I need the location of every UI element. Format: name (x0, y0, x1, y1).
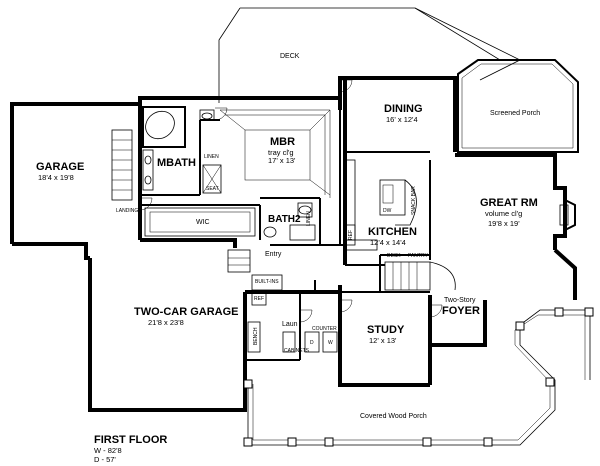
built-ins (251, 274, 283, 306)
garage-stairs (111, 129, 133, 201)
exterior-walls (10, 76, 577, 412)
interior-walls (140, 110, 431, 361)
room-labels: DECK DINING 16' x 12'4 Screened Porch MB… (36, 53, 540, 464)
kitchen-island (379, 179, 417, 226)
door-swings (139, 79, 443, 323)
label-ref2: REF (254, 296, 264, 302)
label-dw: DW (383, 208, 392, 214)
label-kitchen-dim: 12'4 x 14'4 (370, 238, 406, 247)
label-garage: GARAGE (36, 161, 84, 173)
label-two-car: TWO-CAR GARAGE (134, 306, 239, 318)
main-stair (384, 261, 456, 291)
label-w: W (328, 340, 333, 346)
label-mbr-note: tray cl'g (268, 148, 294, 157)
label-bench: BENCH (253, 327, 259, 345)
label-d: D (310, 340, 314, 346)
label-great-rm: GREAT RM (480, 197, 538, 209)
bath2-fixtures (263, 202, 316, 241)
wic-shelves (144, 207, 256, 237)
label-mbr-dim: 17' x 13' (268, 156, 296, 165)
label-foyer-top: Two-Story (444, 297, 476, 304)
label-counter: COUNTER (312, 326, 337, 332)
label-entry: Entry (265, 251, 282, 258)
label-wic: WIC (196, 219, 210, 226)
label-pantry: PANTRY (408, 253, 428, 259)
screened-porch-outline (457, 59, 579, 153)
label-cabinets: CABINETS (284, 348, 310, 354)
label-two-car-dim: 21'8 x 23'8 (148, 318, 184, 327)
entry-stair (227, 249, 251, 273)
laundry-fixtures (247, 321, 338, 353)
label-linen2: LINEN (306, 211, 312, 226)
label-ref: REF (348, 230, 354, 240)
label-floor-title: FIRST FLOOR (94, 434, 167, 446)
mbr-tray-ceiling (219, 109, 331, 198)
label-kitchen: KITCHEN (368, 226, 417, 238)
label-deck: DECK (280, 53, 300, 60)
label-landing: LANDING (116, 208, 138, 214)
label-seat: SEAT (206, 186, 219, 192)
mbath-vanity (142, 149, 154, 191)
label-mbr: MBR (270, 136, 295, 148)
mbath-shower (202, 164, 222, 194)
deck-outline (218, 7, 521, 103)
label-screened-porch: Screened Porch (490, 110, 540, 117)
bathtub (142, 106, 186, 148)
fireplace (559, 198, 576, 232)
label-study: STUDY (367, 324, 405, 336)
label-mbath: MBATH (157, 157, 196, 169)
label-width: W - 82'8 (94, 446, 122, 455)
label-dining-dim: 16' x 12'4 (386, 115, 418, 124)
label-porch: Covered Wood Porch (360, 413, 427, 420)
label-study-dim: 12' x 13' (369, 336, 397, 345)
label-garage-dim: 18'4 x 19'8 (38, 173, 74, 182)
toilet-mbath (199, 109, 215, 121)
porch-columns (243, 307, 594, 447)
label-dining: DINING (384, 103, 423, 115)
label-great-note: volume cl'g (485, 209, 522, 218)
label-built-ins: BUILT-INS (255, 279, 279, 285)
kitchen-counter (344, 159, 378, 251)
label-great-dim: 19'8 x 19' (488, 219, 520, 228)
label-bath2: BATH2 (268, 214, 301, 225)
label-desk: DESK (387, 253, 401, 259)
label-snack-bar: SNACK BAR (411, 186, 417, 215)
label-foyer: FOYER (442, 305, 480, 317)
label-linen: LINEN (204, 154, 219, 160)
label-depth: D - 57' (94, 455, 116, 464)
label-laun: Laun (282, 321, 298, 328)
